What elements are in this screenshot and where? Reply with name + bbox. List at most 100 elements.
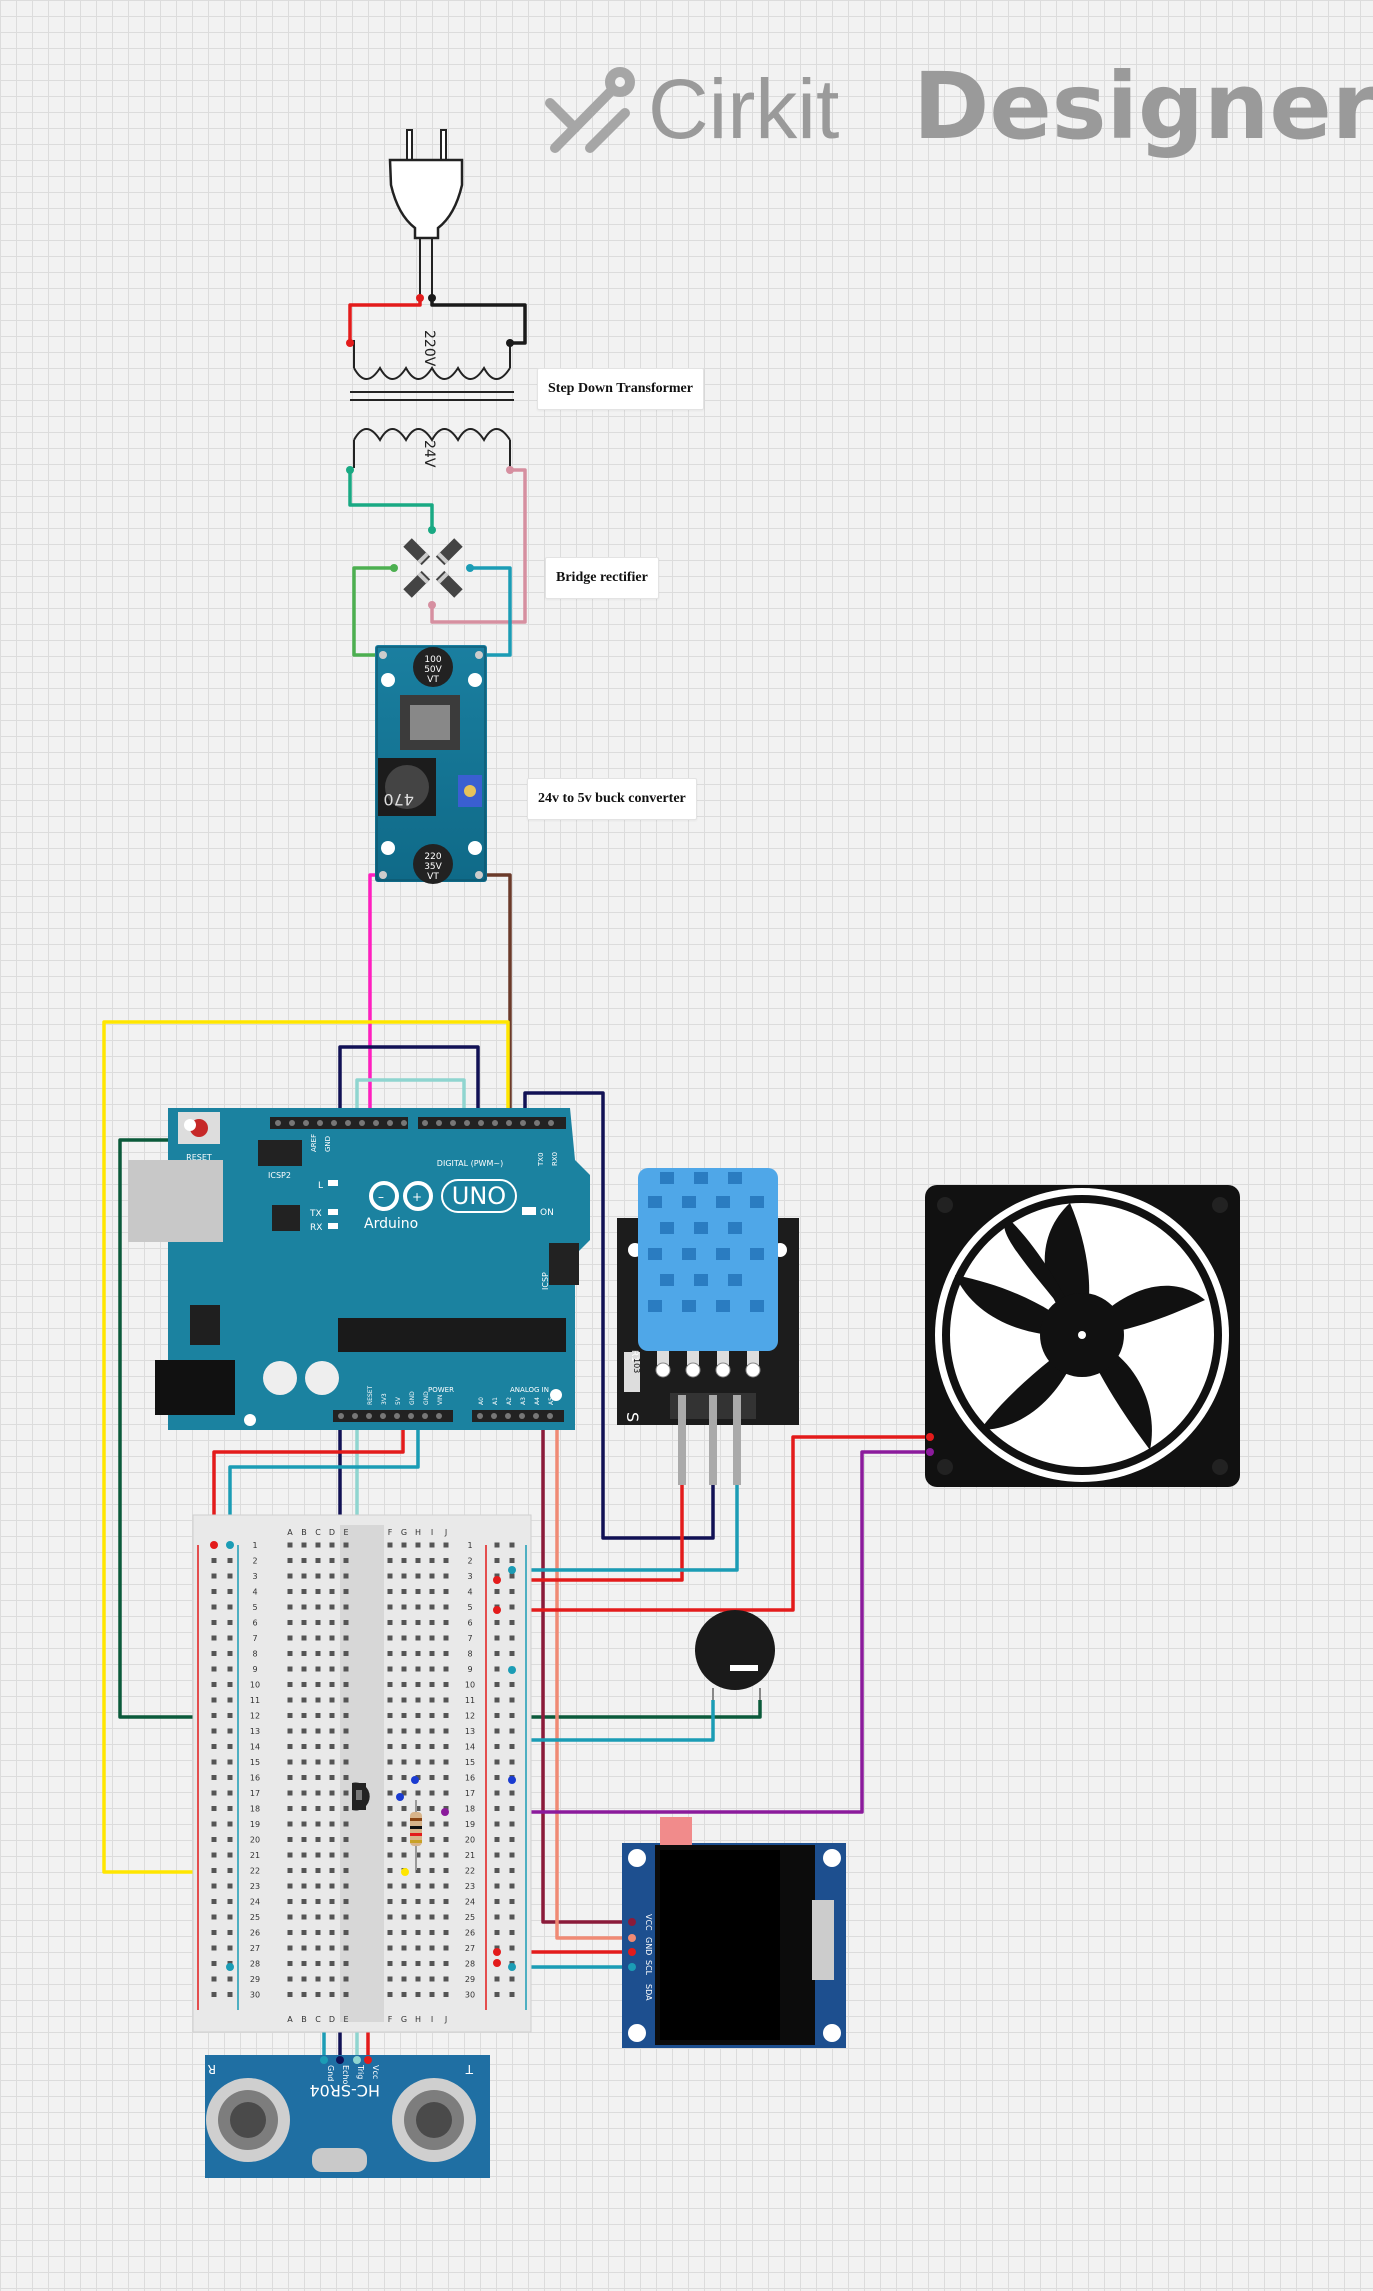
column-letter: I [431, 1528, 433, 1537]
breadboard-hole [329, 1697, 335, 1703]
breadboard-hole [343, 1558, 349, 1563]
breadboard-hole [343, 1682, 349, 1687]
breadboard-hole [301, 1992, 307, 1997]
breadboard-hole [494, 1744, 500, 1749]
row-number: 30 [465, 1991, 475, 2000]
breadboard-hole [429, 1961, 435, 1966]
breadboard-hole [227, 1589, 233, 1594]
column-letter: H [415, 1528, 421, 1537]
svg-text:50V: 50V [424, 665, 442, 675]
breadboard-hole [301, 1806, 307, 1811]
breadboard-hole [494, 1759, 500, 1765]
breadboard-hole [443, 1589, 449, 1594]
breadboard-hole [211, 1852, 217, 1858]
breadboard-hole [211, 1620, 217, 1625]
breadboard-hole [509, 1589, 515, 1594]
row-number: 25 [250, 1913, 260, 1922]
breadboard-hole [415, 1759, 421, 1765]
breadboard-hole [287, 1775, 293, 1780]
svg-text:103: 103 [632, 1358, 641, 1373]
breadboard-hole [211, 1666, 217, 1672]
breadboard-hole [315, 1821, 321, 1827]
row-number: 12 [250, 1712, 260, 1721]
breadboard-hole [329, 1899, 335, 1904]
breadboard-hole [343, 1589, 349, 1594]
breadboard-hole [227, 1837, 233, 1842]
wire-sec-a [348, 470, 434, 530]
breadboard-hole [443, 1573, 449, 1579]
svg-text:–: – [378, 1190, 384, 1204]
breadboard-hole [301, 1930, 307, 1935]
wire-dht-gnd [512, 1460, 739, 1572]
breadboard-hole [211, 1883, 217, 1889]
breadboard-hole [494, 1806, 500, 1811]
diode [435, 570, 463, 598]
row-number: 1 [467, 1541, 472, 1550]
breadboard-hole [415, 1852, 421, 1858]
breadboard-hole [227, 1976, 233, 1982]
breadboard-hole [387, 1868, 393, 1873]
row-number: 5 [467, 1603, 472, 1612]
breadboard-hole [343, 1914, 349, 1920]
row-number: 11 [250, 1696, 260, 1705]
breadboard-hole [301, 1961, 307, 1966]
breadboard-hole [211, 1945, 217, 1951]
breadboard-hole [509, 1651, 515, 1656]
svg-text:AREF: AREF [310, 1134, 318, 1152]
breadboard-hole [415, 1713, 421, 1718]
breadboard-hole [227, 1573, 233, 1579]
row-number: 3 [467, 1572, 472, 1581]
breadboard-hole [494, 1635, 500, 1641]
breadboard-hole [387, 1821, 393, 1827]
breadboard-hole [315, 1635, 321, 1641]
arduino-uno: RESET ICSP2 DIGITAL (PWM~) AREF GND TX0 … [128, 1108, 590, 1430]
breadboard-hole [227, 1775, 233, 1780]
breadboard-hole [301, 1852, 307, 1858]
breadboard-hole [329, 1945, 335, 1951]
digital-pins [275, 1120, 554, 1126]
oled-display: VCC GND SCL SDA [622, 1817, 846, 2048]
breadboard-hole [509, 1558, 515, 1563]
breadboard-hole [494, 1697, 500, 1703]
breadboard-hole [287, 1604, 293, 1610]
breadboard-hole [343, 1852, 349, 1858]
breadboard-hole [329, 1759, 335, 1765]
row-number: 19 [465, 1820, 475, 1829]
breadboard-hole [343, 1713, 349, 1718]
cirkit-logo: Cirkit Designer [545, 53, 1373, 160]
svg-text:VCC: VCC [644, 1914, 653, 1931]
breadboard-hole [329, 1976, 335, 1982]
breadboard-hole [211, 1604, 217, 1610]
breadboard-hole [211, 1899, 217, 1904]
breadboard-hole [227, 1713, 233, 1718]
row-number: 19 [250, 1820, 260, 1829]
breadboard-hole [343, 1976, 349, 1982]
column-letter: C [315, 2015, 321, 2024]
svg-text:A5: A5 [548, 1397, 555, 1405]
breadboard-hole [301, 1821, 307, 1827]
breadboard-hole [429, 1635, 435, 1641]
breadboard-hole [429, 1930, 435, 1935]
breadboard-hole [387, 1728, 393, 1734]
breadboard-hole [287, 1651, 293, 1656]
power-plug [388, 129, 464, 298]
svg-text:A2: A2 [506, 1397, 513, 1405]
breadboard-hole [343, 1744, 349, 1749]
breadboard-hole [227, 1992, 233, 1997]
breadboard-hole [443, 1635, 449, 1641]
row-number: 27 [465, 1944, 475, 1953]
breadboard-hole [329, 1666, 335, 1672]
breadboard-hole [343, 1899, 349, 1904]
breadboard-hole [301, 1837, 307, 1842]
wire-gnd-rail [228, 1408, 420, 1545]
wire-rect-pos [470, 566, 512, 657]
row-number: 10 [465, 1681, 475, 1690]
breadboard-hole [211, 1806, 217, 1811]
svg-text:R1: R1 [629, 1350, 639, 1362]
breadboard-hole [494, 1713, 500, 1718]
breadboard-hole [494, 1821, 500, 1827]
breadboard-hole [415, 1589, 421, 1594]
breadboard-hole [401, 1666, 407, 1672]
breadboard-hole [429, 1821, 435, 1827]
breadboard-hole [211, 1837, 217, 1842]
